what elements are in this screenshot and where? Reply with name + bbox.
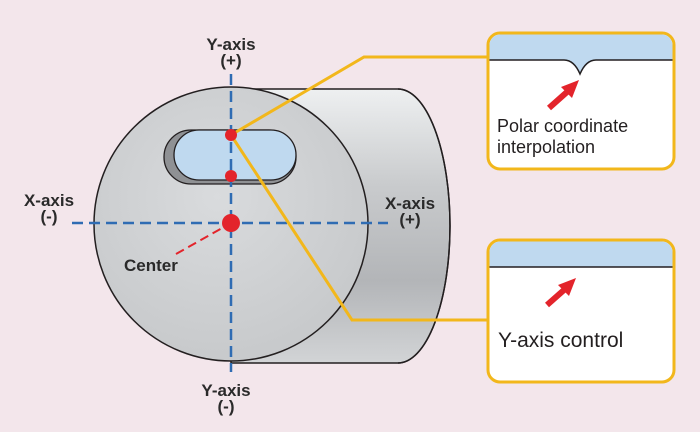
center-label: Center [124,256,178,275]
y-axis-bottom-name: Y-axis [201,381,251,400]
y-axis-top-sign: (+) [220,51,242,70]
center-point [222,214,240,232]
callout-polar-line1: Polar coordinate [497,116,629,136]
y-axis-bottom-label: Y-axis (-) [191,381,261,416]
center-pointer-line [175,222,232,255]
y-axis-bottom-sign: (-) [217,397,235,416]
x-axis-left-label: X-axis (-) [14,191,84,226]
callout-polar-interpolation [486,31,676,171]
x-axis-right-name: X-axis [384,194,436,213]
x-axis-right-sign: (+) [399,210,421,229]
arrow-polar [547,80,579,111]
x-axis-right-label: X-axis (+) [375,194,445,229]
callout-y-axis-control [486,238,676,384]
callout-y-surface [489,241,673,267]
x-axis-left-name: X-axis [23,191,75,210]
arrow-y-control [545,278,576,308]
y-axis-top-name: Y-axis [206,35,256,54]
slot-point-upper [225,129,237,141]
leader-line-y-control [229,134,488,322]
leader-line-polar [230,55,488,137]
callout-y-control-text: Y-axis control [498,329,624,352]
callout-polar-text: Polar coordinate interpolation [497,116,628,158]
y-axis-top-label: Y-axis (+) [196,35,266,70]
callout-polar-profile [489,59,673,76]
cylinder-back-edge [397,88,451,364]
callout-polar-surface [489,34,673,74]
slot-point-lower [225,170,237,182]
x-axis-left-sign: (-) [40,207,58,226]
callout-polar-line2: interpolation [497,137,596,157]
